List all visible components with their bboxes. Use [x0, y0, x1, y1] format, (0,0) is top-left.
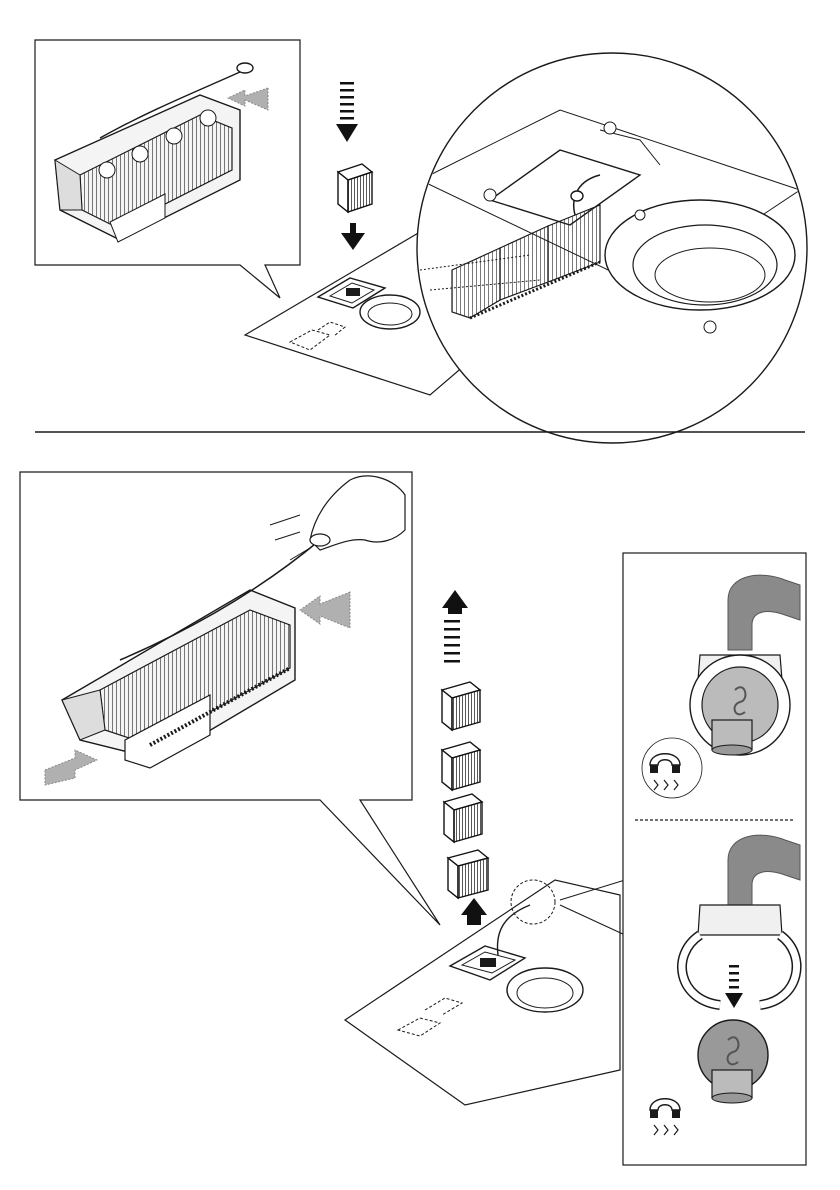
- filter-cartridge: [338, 164, 372, 212]
- down-arrow-icon: [341, 233, 365, 250]
- down-arrow-icon: [336, 124, 358, 142]
- up-arrow-icon: [442, 590, 468, 608]
- round-vent: [360, 295, 420, 329]
- detail-panel-magnet: [623, 553, 806, 1165]
- zoom-circle-installed-cartridges: [417, 53, 807, 443]
- lift-arrow-solid: [442, 590, 468, 614]
- drop-arrow-solid: [341, 223, 365, 250]
- filter-cartridge-1: [442, 682, 480, 730]
- bottom-section: [20, 472, 806, 1165]
- inset-installed-filter-assembly: [35, 40, 300, 298]
- filter-cartridge-2: [442, 742, 480, 790]
- cord-ring: [571, 191, 583, 201]
- up-arrow-icon: [461, 898, 487, 915]
- cord-ring: [237, 63, 253, 73]
- top-section: [35, 40, 807, 443]
- lift-arrow-dashed: [444, 620, 460, 663]
- round-vent: [507, 968, 583, 1012]
- lift-arrow-solid: [461, 898, 487, 925]
- filter-cartridge-4: [448, 850, 488, 898]
- inset-pull-cord-removal: [20, 472, 440, 925]
- drop-arrow-dashed: [336, 82, 358, 142]
- filter-cartridge-3: [444, 794, 482, 842]
